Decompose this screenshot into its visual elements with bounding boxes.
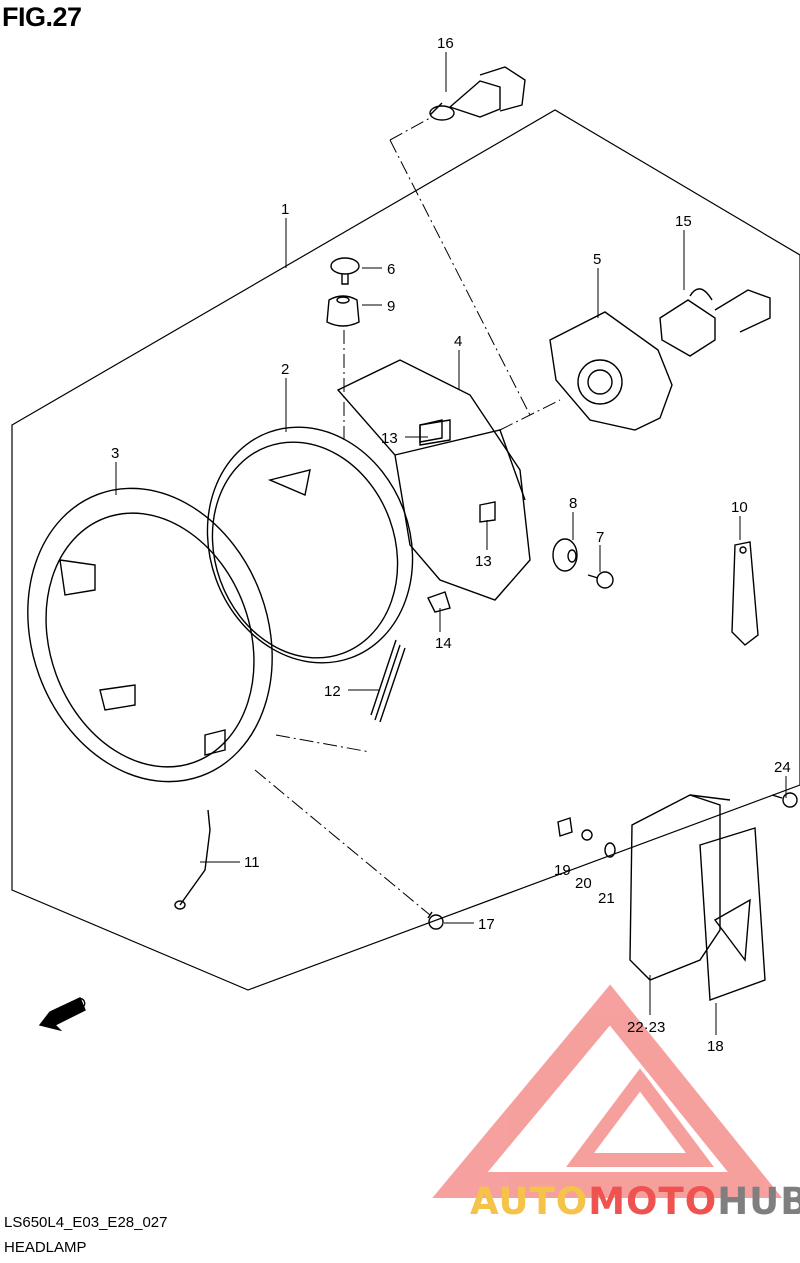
cover-5 (549, 311, 673, 431)
callout-18: 18 (707, 1038, 724, 1055)
reflector-housing-22-23 (629, 794, 731, 981)
callout-24: 24 (774, 759, 791, 776)
leader-lines (254, 117, 561, 916)
callout-19: 19 (554, 862, 571, 879)
bolt-24 (771, 792, 798, 808)
callout-22-23: 22·23 (627, 1019, 665, 1036)
housing-bracket-4 (336, 359, 531, 601)
screw-6 (330, 257, 360, 285)
parts (27, 66, 798, 1032)
callout-17: 17 (478, 916, 495, 933)
callout-8: 8 (569, 495, 577, 512)
lens-unit-2 (206, 426, 414, 664)
figure-name: HEADLAMP (4, 1239, 87, 1256)
callout-20: 20 (575, 875, 592, 892)
callout-14: 14 (435, 635, 452, 652)
callout-13a: 13 (381, 430, 398, 447)
washer-20 (581, 829, 593, 841)
callout-7: 7 (596, 529, 604, 546)
watermark-part-hub: HUB (717, 1180, 800, 1223)
grommet-9 (326, 295, 360, 327)
nut-13a (419, 419, 443, 443)
screw-11 (174, 809, 211, 910)
nut-14 (427, 591, 451, 613)
callout-6: 6 (387, 261, 395, 278)
figure-code: LS650L4_E03_E28_027 (4, 1214, 168, 1231)
socket-15 (659, 288, 771, 357)
callout-leaders (115, 52, 787, 1035)
rim-3 (27, 487, 273, 783)
fwd-label: FWD (51, 994, 89, 1024)
callout-11: 11 (244, 854, 260, 871)
grommet-8 (552, 538, 578, 572)
callout-3: 3 (111, 445, 119, 462)
bolt-7 (587, 571, 614, 589)
assembly-boundary (11, 109, 800, 991)
callout-16: 16 (437, 35, 454, 52)
screw-17 (427, 911, 444, 930)
watermark-part-moto: MOTO (588, 1180, 718, 1223)
spring-12 (370, 639, 406, 723)
callout-12: 12 (324, 683, 341, 700)
watermark-part-auto: AUTO (470, 1180, 589, 1223)
washer-21 (604, 842, 616, 858)
fwd-arrow-icon (38, 997, 86, 1032)
figure-title: FIG.27 (2, 2, 82, 32)
lens-18 (699, 827, 766, 1001)
callout-5: 5 (593, 251, 601, 268)
callout-21: 21 (598, 890, 615, 907)
strap-10 (731, 541, 759, 646)
watermark-logo (432, 984, 783, 1198)
callout-9: 9 (387, 298, 395, 315)
bulb-part (429, 66, 526, 121)
callout-4: 4 (454, 333, 462, 350)
callout-15: 15 (675, 213, 692, 230)
callout-10: 10 (731, 499, 748, 516)
nut-19 (557, 817, 573, 837)
callout-2: 2 (281, 361, 289, 378)
callout-1: 1 (281, 201, 289, 218)
watermark-text: AUTOMOTOHUB (470, 1180, 800, 1223)
callout-13b: 13 (475, 553, 492, 570)
